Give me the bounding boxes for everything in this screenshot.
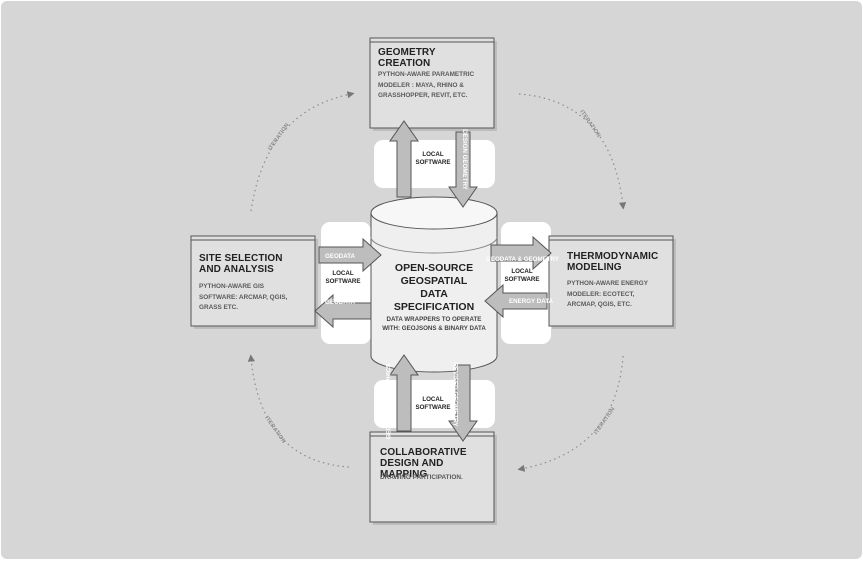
iteration-cycle bbox=[247, 91, 627, 472]
arrow-bottom-up bbox=[389, 354, 419, 432]
local-software-top: LOCAL SOFTWARE bbox=[415, 151, 451, 166]
arrow-right-out-label: GEODATA & GEOMETRY bbox=[486, 256, 559, 263]
arrow-right-in-label: ENERGY DATA bbox=[509, 298, 554, 305]
box-site-selection bbox=[190, 235, 318, 329]
arrow-bottom-up-label: GEOMETRY & GRAPHICS bbox=[385, 363, 393, 440]
arrow-left-out-label: GEODATA bbox=[325, 299, 356, 306]
arrow-left-in bbox=[318, 237, 382, 273]
arrow-left-out bbox=[314, 293, 372, 329]
iteration-arc-top-left bbox=[250, 91, 355, 212]
collaborative-desc: DRAWING PARTICIPATION. bbox=[380, 474, 463, 481]
process-boxes bbox=[190, 37, 676, 525]
arrow-top-up-label: GEODATA bbox=[380, 147, 388, 178]
arrow-top-down bbox=[448, 131, 478, 208]
arrow-right-out bbox=[490, 235, 552, 271]
site-selection-desc: PYTHON-AWARE GIS SOFTWARE: ARCMAP, QGIS,… bbox=[199, 283, 288, 311]
database-cylinder bbox=[370, 196, 498, 373]
thermodynamic-title: THERMODYNAMIC MODELING bbox=[567, 251, 659, 273]
geometry-creation-title: GEOMETRY CREATION bbox=[378, 47, 436, 69]
box-geometry-creation bbox=[369, 37, 497, 131]
site-selection-title: SITE SELECTION AND ANALYSIS bbox=[199, 253, 283, 275]
iteration-arc-top-right bbox=[518, 93, 627, 210]
iteration-arc-bottom-left bbox=[247, 354, 350, 468]
box-collaborative bbox=[369, 431, 497, 525]
local-software-bottom: LOCAL SOFTWARE bbox=[415, 396, 451, 411]
local-software-right: LOCAL SOFTWARE bbox=[504, 268, 540, 283]
thermodynamic-desc: PYTHON-AWARE ENERGY MODELER: ECOTECT, AR… bbox=[567, 280, 648, 308]
local-software-left: LOCAL SOFTWARE bbox=[325, 270, 361, 285]
center-title: OPEN-SOURCE GEOSPATIAL DATA SPECIFICATIO… bbox=[393, 262, 475, 313]
arrow-right-in bbox=[484, 283, 548, 319]
box-thermodynamic bbox=[548, 235, 676, 329]
arrow-bottom-down-label: REVISED GEOMETRY bbox=[451, 362, 459, 427]
arrows bbox=[314, 120, 552, 442]
geometry-creation-desc: PYTHON-AWARE PARAMETRIC MODELER : MAYA, … bbox=[378, 71, 475, 99]
arrow-left-in-label: GEODATA bbox=[325, 253, 356, 260]
collaborative-title: COLLABORATIVE DESIGN AND MAPPING bbox=[380, 447, 467, 480]
arrow-top-down-label: DESIGN GEOMETRY bbox=[460, 129, 468, 190]
arrow-top-up bbox=[389, 120, 419, 198]
arrow-bottom-down bbox=[448, 364, 478, 442]
center-subtitle: DATA WRAPPERS TO OPERATE WITH: GEOJSONS … bbox=[382, 316, 486, 332]
